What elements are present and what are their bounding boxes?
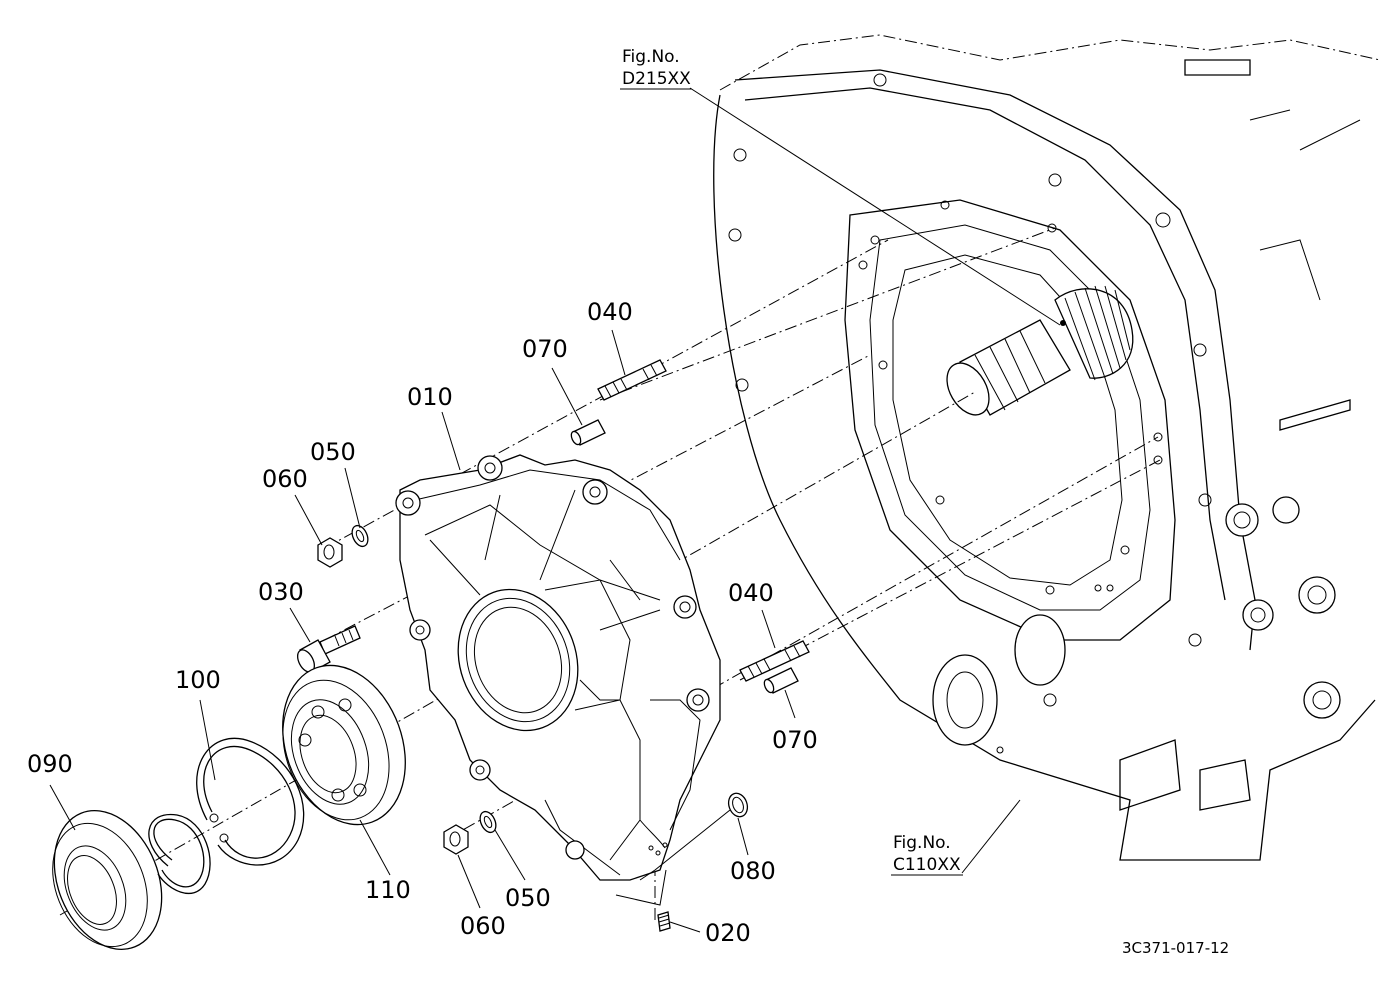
figure-ref-c110xx-line1: Fig.No. [893,833,951,853]
o-ring-080 [727,792,749,818]
figure-ref-d215xx-line2: D215XX [622,69,691,89]
figure-ref-d215xx: Fig.No. D215XX [620,47,692,90]
label-050-lower: 050 [505,884,551,912]
pin-070-upper [570,419,606,446]
pin-070-lower [763,667,799,694]
ball-bearing-110 [282,664,406,826]
label-050-upper: 050 [310,438,356,466]
label-070-upper: 070 [522,335,568,363]
housing-010 [395,454,721,881]
case-bosses [932,59,1361,811]
label-040-lower: 040 [728,579,774,607]
label-060-upper: 060 [262,465,308,493]
leader-lines [49,87,1061,933]
washer-050-upper [351,524,369,548]
output-shaft [946,285,1134,416]
stud-040-upper [597,359,667,401]
label-070-lower: 070 [772,726,818,754]
label-060-lower: 060 [460,912,506,940]
figure-ref-d215xx-line1: Fig.No. [622,47,680,67]
label-040-upper: 040 [587,298,633,326]
part-labels: 010 020 030 040 040 050 050 060 060 070 … [27,298,818,947]
label-110: 110 [365,876,411,904]
drawing-code: 3C371-017-12 [1122,939,1229,957]
washer-050-lower [479,810,497,834]
label-080: 080 [730,857,776,885]
oil-seal-090 [52,810,163,950]
label-010: 010 [407,383,453,411]
label-020: 020 [705,919,751,947]
flange-holes [728,73,1212,754]
label-030: 030 [258,578,304,606]
figure-ref-c110xx: Fig.No. C110XX [891,833,963,876]
label-100: 100 [175,666,221,694]
nut-060-lower [443,824,469,855]
label-090: 090 [27,750,73,778]
bolt-030 [296,625,361,673]
nut-060-upper [317,537,343,568]
figure-ref-c110xx-line2: C110XX [893,855,961,875]
plug-020 [657,911,671,932]
stud-040-lower [739,640,810,682]
transmission-case [713,34,1380,861]
circlip-100 [148,737,305,895]
